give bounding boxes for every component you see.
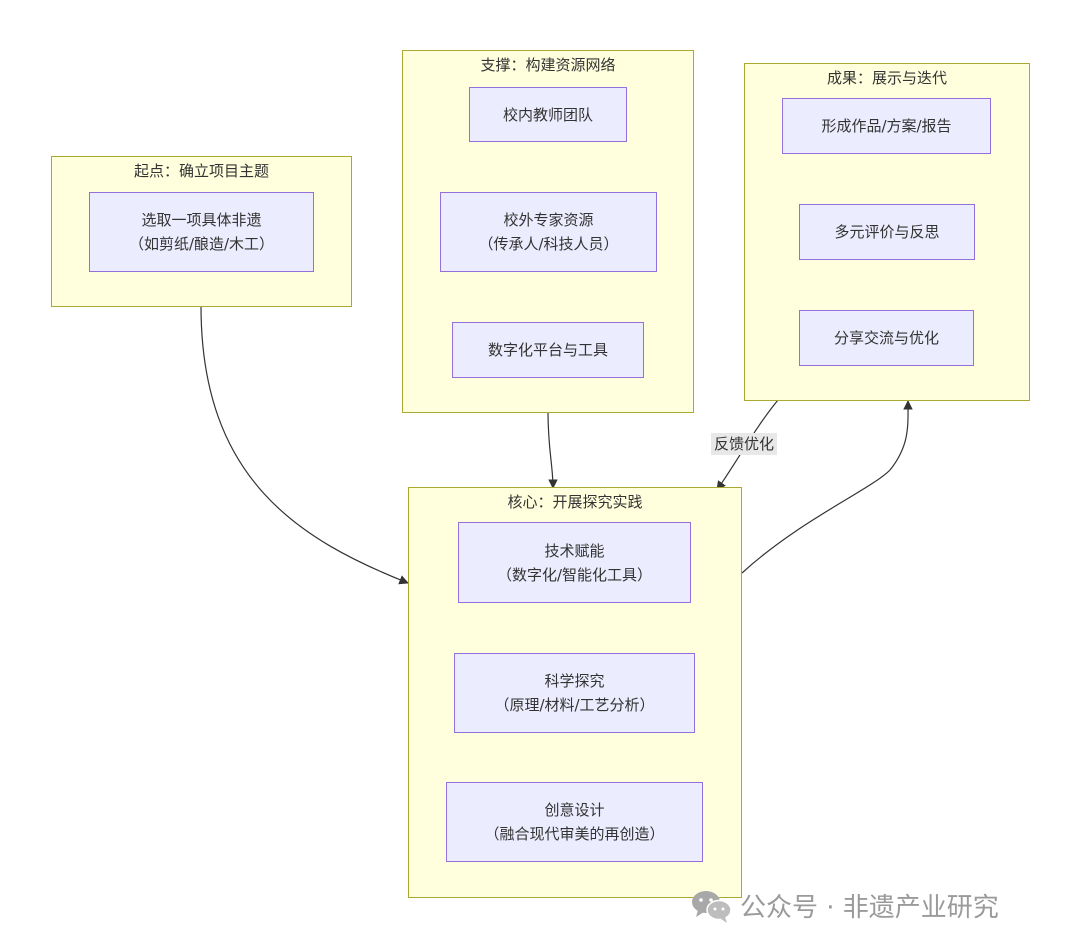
node-line: 数字化平台与工具 (487, 341, 608, 359)
node-line: （如剪纸/酿造/木工） (128, 235, 275, 253)
node-science-inquiry: 科学探究 （原理/材料/工艺分析） (454, 653, 695, 733)
node-external-experts: 校外专家资源 （传承人/科技人员） (440, 192, 657, 272)
node-school-teachers: 校内教师团队 (469, 87, 627, 142)
node-share-optimize: 分享交流与优化 (799, 310, 974, 366)
node-line: 多元评价与反思 (834, 223, 940, 241)
node-select-heritage: 选取一项具体非遗 （如剪纸/酿造/木工） (89, 192, 314, 272)
edge-support-to-core (547, 411, 558, 489)
cluster-title-result: 成果：展示与迭代 (826, 69, 947, 87)
node-line: 分享交流与优化 (833, 329, 939, 347)
node-form-works: 形成作品/方案/报告 (782, 98, 991, 154)
cluster-title-core: 核心：开展探究实践 (507, 493, 643, 511)
node-line: 选取一项具体非遗 (141, 211, 262, 229)
watermark: 公众号 · 非遗产业研究 (690, 887, 999, 924)
node-line: 校内教师团队 (502, 105, 593, 124)
node-line: （数字化/智能化工具） (496, 565, 653, 584)
cluster-title-support: 支撑：构建资源网络 (480, 56, 616, 74)
node-line: （原理/材料/工艺分析） (494, 696, 655, 714)
node-line: （传承人/科技人员） (478, 235, 619, 253)
watermark-text: 公众号 · 非遗产业研究 (740, 893, 999, 923)
node-line: 形成作品/方案/报告 (821, 117, 952, 135)
node-line: （融合现代审美的再创造） (484, 825, 665, 843)
node-line: 技术赋能 (544, 541, 605, 560)
node-line: 校外专家资源 (503, 211, 594, 229)
node-evaluation: 多元评价与反思 (799, 204, 975, 260)
node-line: 创意设计 (544, 801, 605, 819)
node-creative-design: 创意设计 （融合现代审美的再创造） (446, 782, 703, 862)
cluster-title-start: 起点：确立项目主题 (133, 162, 269, 180)
node-digital-platform: 数字化平台与工具 (452, 322, 644, 378)
edge-start-to-core (200, 305, 409, 585)
node-tech-empower: 技术赋能 （数字化/智能化工具） (458, 522, 691, 603)
edge-core-to-result (741, 400, 913, 574)
node-line: 科学探究 (544, 672, 605, 690)
wechat-icon (692, 890, 732, 923)
edge-label-feedback: 反馈优化 (711, 433, 778, 455)
